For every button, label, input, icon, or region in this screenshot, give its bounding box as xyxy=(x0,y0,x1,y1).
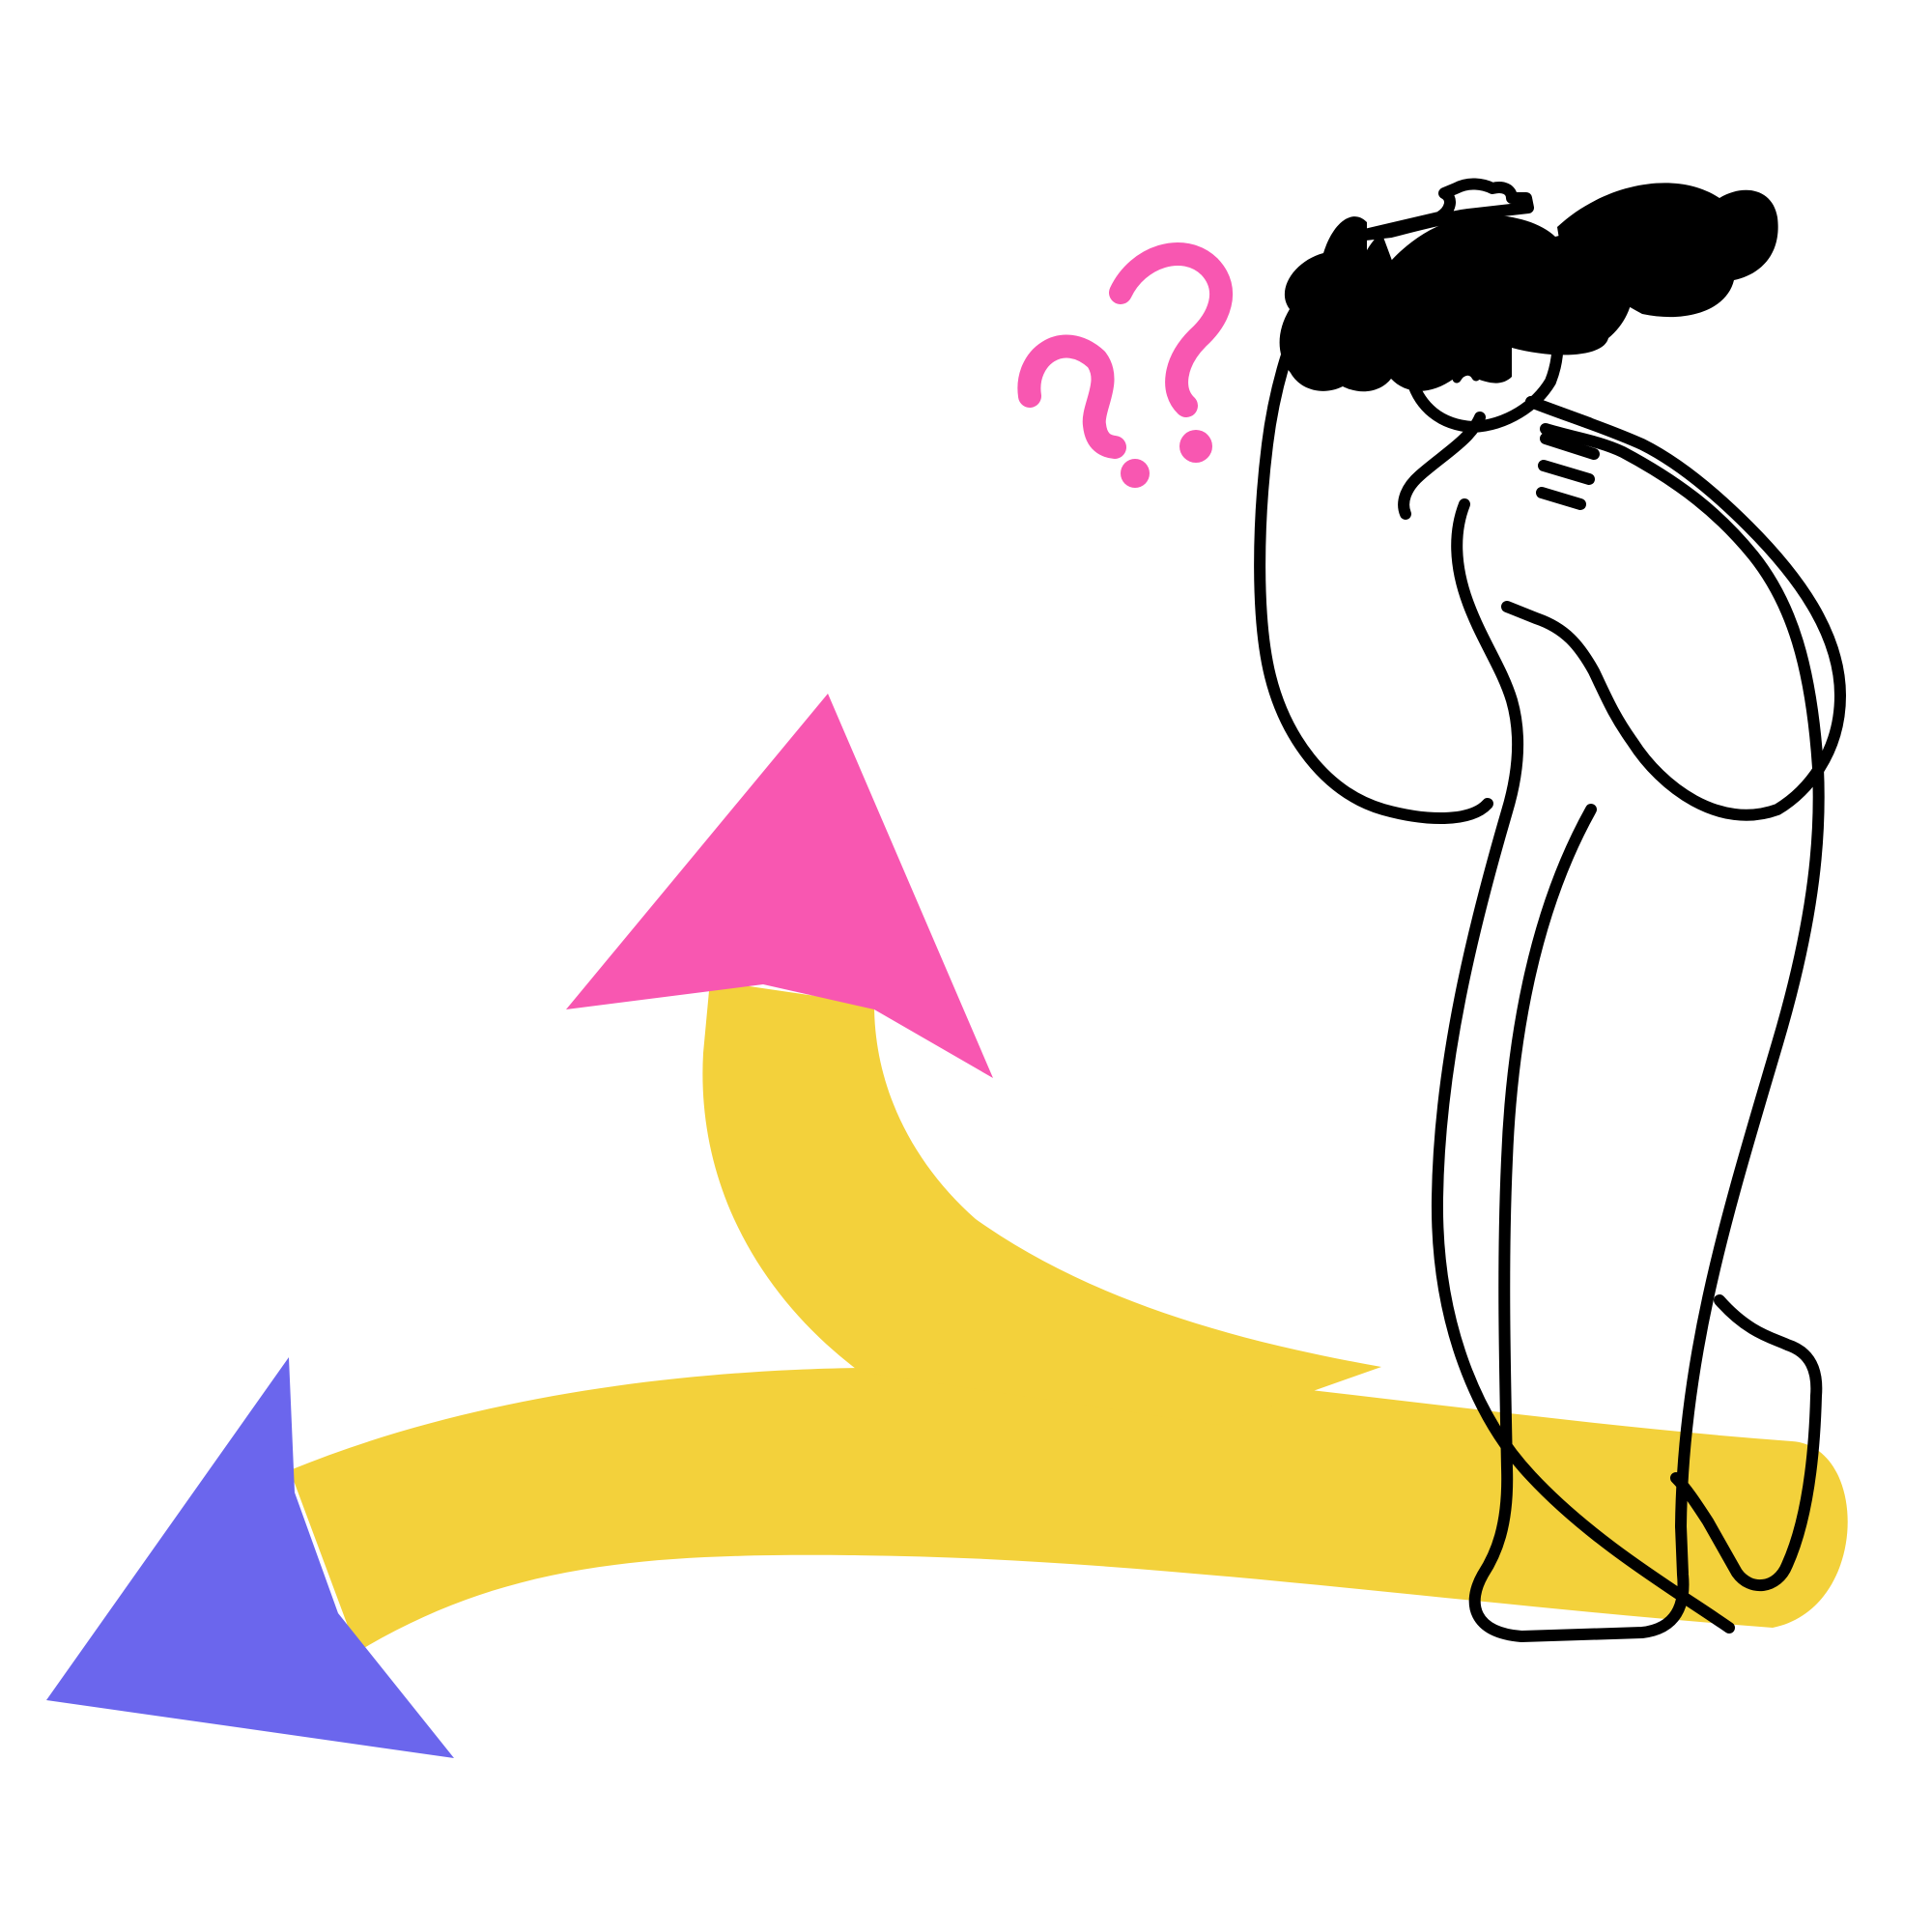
outer-leg xyxy=(1540,423,1825,1532)
question-mark-icon xyxy=(1017,334,1150,488)
neck xyxy=(1398,412,1486,520)
question-mark-icon xyxy=(1109,242,1234,463)
arrowhead-left-icon xyxy=(46,1357,454,1758)
back-foot xyxy=(1670,1294,1823,1592)
fingers xyxy=(1525,396,1600,510)
torso xyxy=(1431,498,1735,1634)
crossed-arm xyxy=(1501,396,1846,821)
left-eye xyxy=(1426,342,1437,354)
path-branch-upper xyxy=(702,980,1381,1425)
right-eye xyxy=(1453,335,1464,347)
arrowhead-up-icon xyxy=(566,694,993,1078)
question-marks xyxy=(1017,242,1234,488)
inner-leg xyxy=(1468,804,1690,1642)
face-features xyxy=(1419,319,1481,384)
hand-on-head xyxy=(1359,178,1534,241)
hair xyxy=(1279,183,1778,392)
diverging-path-icon xyxy=(290,980,1848,1652)
path-branch-lower xyxy=(290,1364,1848,1652)
person-figure xyxy=(1254,178,1846,1642)
raised-arm xyxy=(1254,229,1493,825)
